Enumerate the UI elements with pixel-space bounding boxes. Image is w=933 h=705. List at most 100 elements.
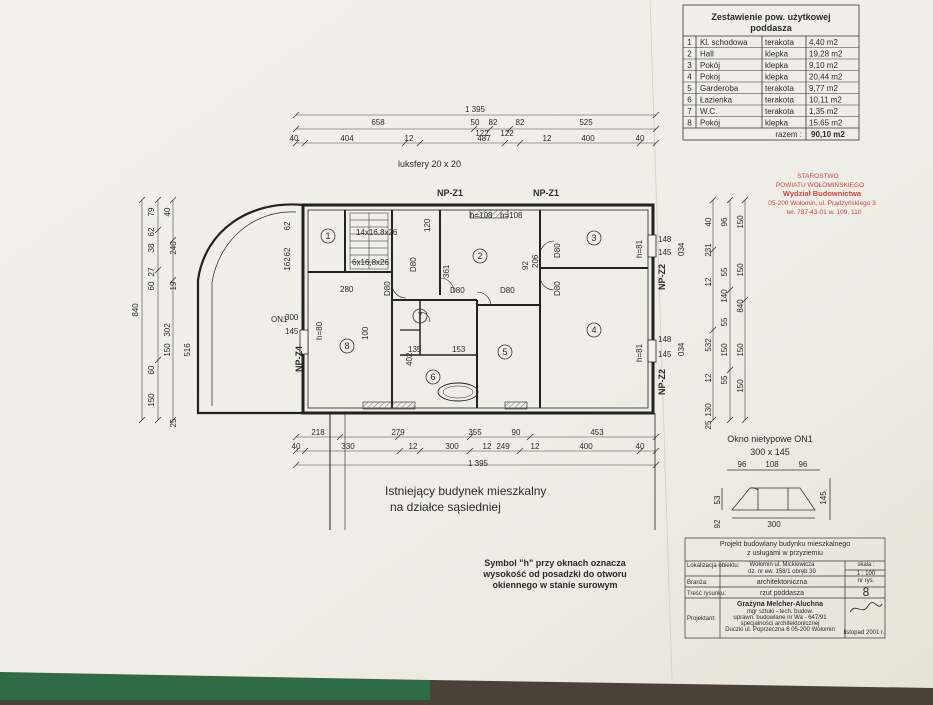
dim-bottom-label: 1 395 xyxy=(468,459,489,468)
dim-right-label: 12 xyxy=(704,373,713,382)
dim-right-label: 96 xyxy=(720,217,729,226)
h108-label-a: h=108 xyxy=(470,211,493,220)
paper-fold xyxy=(649,0,673,681)
dim-right-label: 40 xyxy=(704,217,713,226)
tick xyxy=(401,139,409,147)
area-row-floor: terakota xyxy=(765,107,794,116)
dim-361: 361 xyxy=(442,264,451,278)
stairs-label-1: 14x16,8x26 xyxy=(356,228,398,237)
dim-bottom-label: 12 xyxy=(531,442,540,451)
room-number: 1 xyxy=(325,231,330,241)
dim-bottom-label: 400 xyxy=(579,442,593,451)
h81-label-b: h=81 xyxy=(635,343,644,362)
dim-left-label: 150 xyxy=(147,393,156,407)
on1-dim-2: 145 xyxy=(285,327,299,336)
tb-drawing-label: Treść rysunku: xyxy=(687,591,726,597)
dim-top-label: 658 xyxy=(371,118,385,127)
dim-left-label: 302 xyxy=(163,323,172,337)
tick xyxy=(501,139,509,147)
dim-left-label: 79 xyxy=(147,207,156,216)
d80-label-4: D80 xyxy=(500,286,515,295)
dim-135: 135 xyxy=(408,345,422,354)
dim-right-label: 12 xyxy=(704,277,713,286)
h80-label: h=80 xyxy=(315,321,324,340)
dim-left-label: 150 xyxy=(163,343,172,357)
area-row-name: Kl. schodowa xyxy=(700,38,748,47)
dim-top-label: 40 xyxy=(290,134,299,143)
note-line-1: Symbol "h" przy oknach oznacza xyxy=(484,558,627,568)
dimension-lines xyxy=(141,114,746,466)
room-number: 6 xyxy=(430,372,435,382)
dim-bottom-label: 90 xyxy=(512,428,521,437)
d80-label-3: D80 xyxy=(450,286,465,295)
area-row-area: 9,77 m2 xyxy=(809,84,838,93)
area-row-no: 7 xyxy=(687,107,692,116)
tick xyxy=(154,356,162,364)
dim-right-label: 150 xyxy=(736,379,745,393)
room-circle xyxy=(412,308,428,324)
stamp-line-1: STAROSTWO xyxy=(797,173,838,180)
stamp-line-4: 05-200 Wołomin, ul. Prądzyńskiego 3 xyxy=(768,200,876,207)
tb-designer-l4: specjalności architektonicznej xyxy=(740,621,819,627)
dim-206: 206 xyxy=(531,254,540,268)
room-circle xyxy=(425,369,441,385)
tick xyxy=(516,447,524,455)
on1-dim-1: 300 xyxy=(285,313,299,322)
dim-bottom-label: 12 xyxy=(409,442,418,451)
area-table-title-2: poddasza xyxy=(750,23,793,33)
dim-left-label: 27 xyxy=(147,267,156,276)
dim-top-label: 50 xyxy=(471,118,480,127)
window-dim-label: 300 xyxy=(767,520,781,529)
tb-scale-label: skala : xyxy=(857,562,875,568)
tick xyxy=(652,139,660,147)
npz2-label-a: NP-Z2 xyxy=(657,264,667,290)
npz2-label-b: NP-Z2 xyxy=(657,369,667,395)
d80-label-5: D80 xyxy=(553,281,562,296)
area-row-floor: klepka xyxy=(765,119,789,128)
area-row-area: 4,40 m2 xyxy=(809,38,838,47)
room-number: 3 xyxy=(591,233,596,243)
dim-bottom-label: 330 xyxy=(341,442,355,451)
existing-building-1: Istniejący budynek mieszkalny xyxy=(385,484,546,498)
note-line-3: okiennego w stanie surowym xyxy=(492,580,617,590)
window-dim-label: 145 xyxy=(819,491,828,505)
window-detail-title-2: 300 x 145 xyxy=(750,447,790,457)
tick xyxy=(709,246,717,254)
tick xyxy=(154,226,162,234)
dim-120: 120 xyxy=(423,218,432,232)
dim-top-label: 525 xyxy=(579,118,593,127)
tb-drawing-value: rzut poddasza xyxy=(760,590,804,597)
tb-sheet-value: 8 xyxy=(863,585,870,599)
area-row-area: 9,10 m2 xyxy=(809,61,838,70)
area-row-no: 8 xyxy=(687,119,692,128)
npz4-label: NP-Z4 xyxy=(294,346,304,372)
tick xyxy=(652,111,660,119)
window-dim-label: 96 xyxy=(738,460,747,469)
dim-left-label: 240 xyxy=(169,241,178,255)
dim-right-label: 130 xyxy=(704,403,713,417)
d80-label-6: D80 xyxy=(553,243,562,258)
dim-148-b: 148 xyxy=(658,335,672,344)
stamp-line-2: POWIATU WOŁOMIŃSKIEGO xyxy=(776,180,864,189)
dim-left-label: 62 xyxy=(283,247,292,256)
area-row-area: 19,28 m2 xyxy=(809,50,843,59)
tb-header-1: Projekt budowlany budynku mieszkalnego xyxy=(720,541,850,548)
area-table-title-1: Zestawienie pow. użytkowej xyxy=(711,12,830,22)
tick xyxy=(301,447,309,455)
tick xyxy=(726,196,734,204)
tick xyxy=(726,416,734,424)
area-row-floor: terakota xyxy=(765,84,794,93)
dim-left-label: 62 xyxy=(147,227,156,236)
dim-left-label: 62 xyxy=(283,221,292,230)
on1-label: ON1 xyxy=(271,315,288,324)
dim-left-label: 60 xyxy=(147,281,156,290)
dim-right-label: 150 xyxy=(736,215,745,229)
area-row-name: Łazienka xyxy=(700,96,733,105)
note-line-2: wysokość od posadzki do otworu xyxy=(482,569,627,579)
dim-left-label: 25 xyxy=(169,418,178,427)
tb-loc-label: Lokalizacja obiektu: xyxy=(687,563,740,569)
tick xyxy=(726,286,734,294)
d80-label-1: D80 xyxy=(409,257,418,272)
